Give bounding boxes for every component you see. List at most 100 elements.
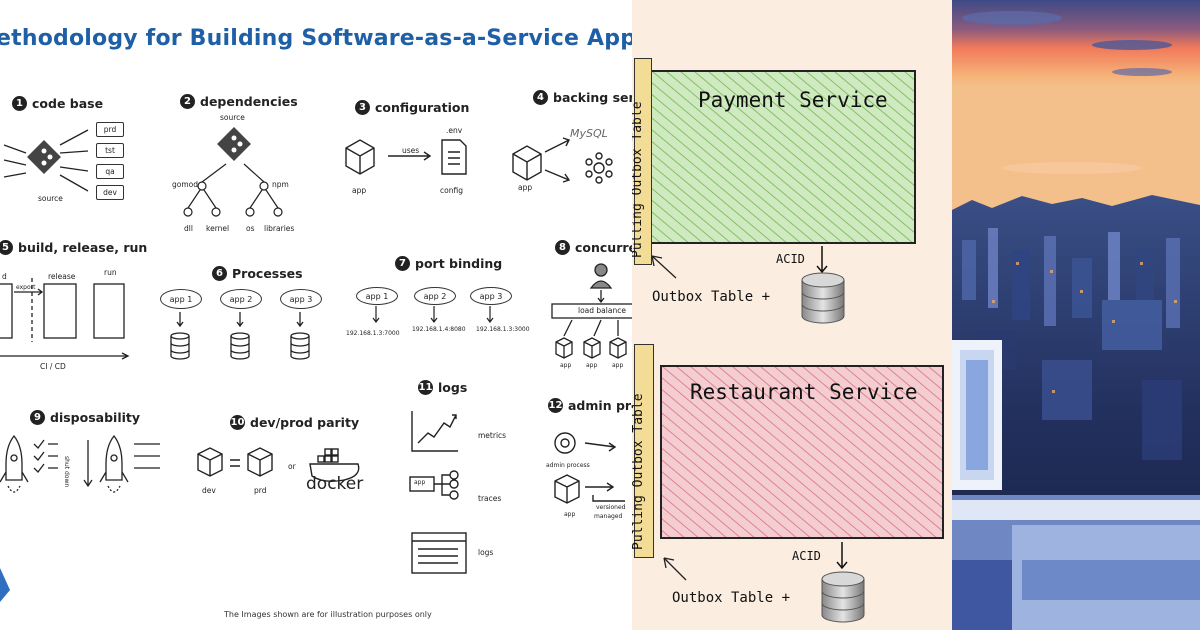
port-app-pill: app 2 [414,287,456,305]
port-address: 192.168.1.4:8080 [412,326,466,333]
restaurant-service-title: Restaurant Service [690,380,918,404]
city-painting-image [952,0,1200,630]
gear-icon [554,432,576,454]
configuration-sketch [345,139,467,175]
payment-strip-label: Pulling Outbox Table [632,101,645,258]
app-cube-icon [197,447,223,477]
app-cube-icon [345,139,375,175]
dependency-leaf: dll [184,224,193,233]
logs-traces-label: traces [478,494,502,503]
factor-number: 7 [395,256,410,271]
pointer-arrow [663,557,687,581]
admin-versioned-label: versioned [596,504,626,511]
cicd-label: CI / CD [40,362,66,371]
logs-sketch [409,411,467,574]
restaurant-acid-arrow [836,542,848,570]
run-label: run [104,268,117,277]
factor-label: configuration [375,100,470,115]
env-box: qa [96,164,124,179]
factor-label: backing servic [553,90,632,105]
database-icon [230,332,250,360]
dependency-npm: npm [272,180,289,189]
port-address: 192.168.1.3:7000 [346,330,400,337]
concurrency-app-label: app [586,362,598,369]
metrics-chart-icon [411,411,458,452]
config-env-label: .env [446,126,463,135]
factor-number: 9 [30,410,45,425]
database-icon [821,571,865,623]
factor-label: code base [32,96,104,111]
factor-number: 10 [230,415,245,430]
config-config-label: config [440,186,463,195]
app-cube-icon [512,145,542,181]
logs-logs-label: logs [478,548,494,557]
export-label: export [16,284,36,291]
factor-label: logs [438,380,468,395]
backing-app-label: app [518,183,533,192]
docker-logo: docker [306,474,364,494]
git-icon [217,127,251,161]
disposability-sketch [0,434,160,493]
dependency-leaf: os [246,224,255,233]
database-icon [801,272,845,324]
factor-number: 2 [180,94,195,109]
payment-service-box [650,70,916,244]
corner-arrow-icon [0,568,10,602]
env-box: prd [96,122,124,137]
dependency-tree-sketch [183,127,283,217]
database-icon [290,332,310,360]
backing-services-sketch [512,137,613,184]
outbox-pattern-diagram: Payment Service Pulling Outbox Table ACI… [632,0,952,630]
factor-label: admin proc [568,398,632,413]
restaurant-acid-label: ACID [792,549,821,563]
dependency-leaf: libraries [264,224,295,233]
factor-label: build, release, run [18,240,148,255]
app-cube-icon [609,337,627,359]
port-app-pill: app 1 [356,287,398,305]
factor-number: 3 [355,100,370,115]
restaurant-outbox-strip [634,344,654,558]
restaurant-service-box [660,365,944,539]
app-cube-icon [554,474,580,504]
factor-label: Processes [232,266,303,281]
factor-number: 8 [555,240,570,255]
factor-number: 4 [533,90,548,105]
env-box: tst [96,143,124,158]
diagram-title: ethodology for Building Software-as-a-Se… [0,26,632,51]
twelve-factor-diagram: ethodology for Building Software-as-a-Se… [0,26,632,619]
config-uses-label: uses [402,146,420,155]
admin-process-label: admin process [546,462,590,469]
factor-label: concurren [575,240,632,255]
parity-dev-label: dev [202,486,216,495]
config-file-icon [441,139,467,175]
config-app-label: app [352,186,367,195]
dependency-gomod: gomod [172,180,199,189]
factor-label: dependencies [200,94,298,109]
factor-label: dev/prod parity [250,415,360,430]
factor-number: 12 [548,398,563,413]
disclaimer: The Images shown are for illustration pu… [224,610,432,619]
pointer-arrow [651,255,677,279]
git-icon [27,140,61,174]
admin-managed-label: managed [594,513,623,520]
admin-app-label: app [564,511,576,518]
parity-or-label: or [288,462,296,471]
port-arrows [372,306,494,323]
process-app-pill: app 2 [220,289,262,309]
factor-label: port binding [415,256,503,271]
log-window-icon [411,532,467,574]
payment-acid-label: ACID [776,252,805,266]
load-balancer-label: load balance [578,306,626,315]
code-base-sketch [3,129,89,192]
admin-process-sketch [554,432,625,504]
payment-table-label: Outbox Table + [652,289,771,305]
factor-number: 5 [0,240,13,255]
payment-service-title: Payment Service [698,88,888,112]
rocket-icon [99,434,129,483]
rocket-icon [0,434,29,483]
process-app-pill: app 1 [160,289,202,309]
concurrency-app-label: app [612,362,624,369]
painting-canvas [952,0,1200,630]
port-address: 192.168.1.3:3000 [476,326,530,333]
env-box: dev [96,185,124,200]
